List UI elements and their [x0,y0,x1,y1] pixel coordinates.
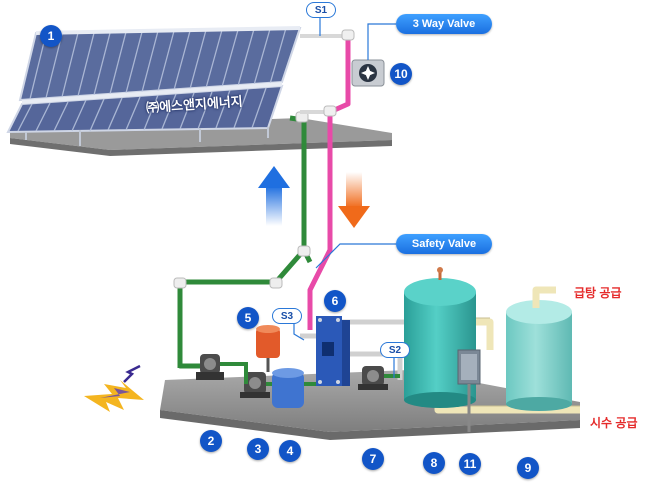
pump-right [358,366,388,390]
expansion-tank [256,325,280,372]
badge-7: 7 [362,448,384,470]
badge-2: 2 [200,430,222,452]
grey-pipe-top [300,34,346,114]
badge-6: 6 [324,290,346,312]
sensor-s2: S2 [380,342,410,358]
pump-center [240,372,270,398]
storage-tank [404,267,476,408]
lightning-icon [84,364,144,412]
badge-11: 11 [459,453,481,475]
heat-exchanger [316,316,350,386]
badge-8: 8 [423,452,445,474]
solar-collector [6,26,302,146]
pink-pipe [307,36,351,330]
hot-water-tank [506,300,572,411]
callout-lines [293,18,400,378]
badge-3: 3 [247,438,269,460]
up-arrow-icon [258,166,290,226]
badge-4: 4 [279,440,301,462]
badge-1: 1 [40,25,62,47]
fan-icon [351,59,385,87]
down-arrow-icon [338,172,370,228]
three-way-valve-label: 3 Way Valve [396,14,492,34]
green-pipe [177,115,313,369]
badge-9: 9 [517,457,539,479]
pump-left [196,354,224,380]
badge-10: 10 [390,63,412,85]
supply-tank [272,368,304,408]
safety-valve-label: Safety Valve [396,234,492,254]
badge-5: 5 [237,307,259,329]
control-box [457,349,481,432]
city-water-supply-label: 시수 공급 [590,416,638,430]
sensor-s3: S3 [272,308,302,324]
hot-water-supply-label: 급탕 공급 [574,286,622,300]
sensor-s1: S1 [306,2,336,18]
